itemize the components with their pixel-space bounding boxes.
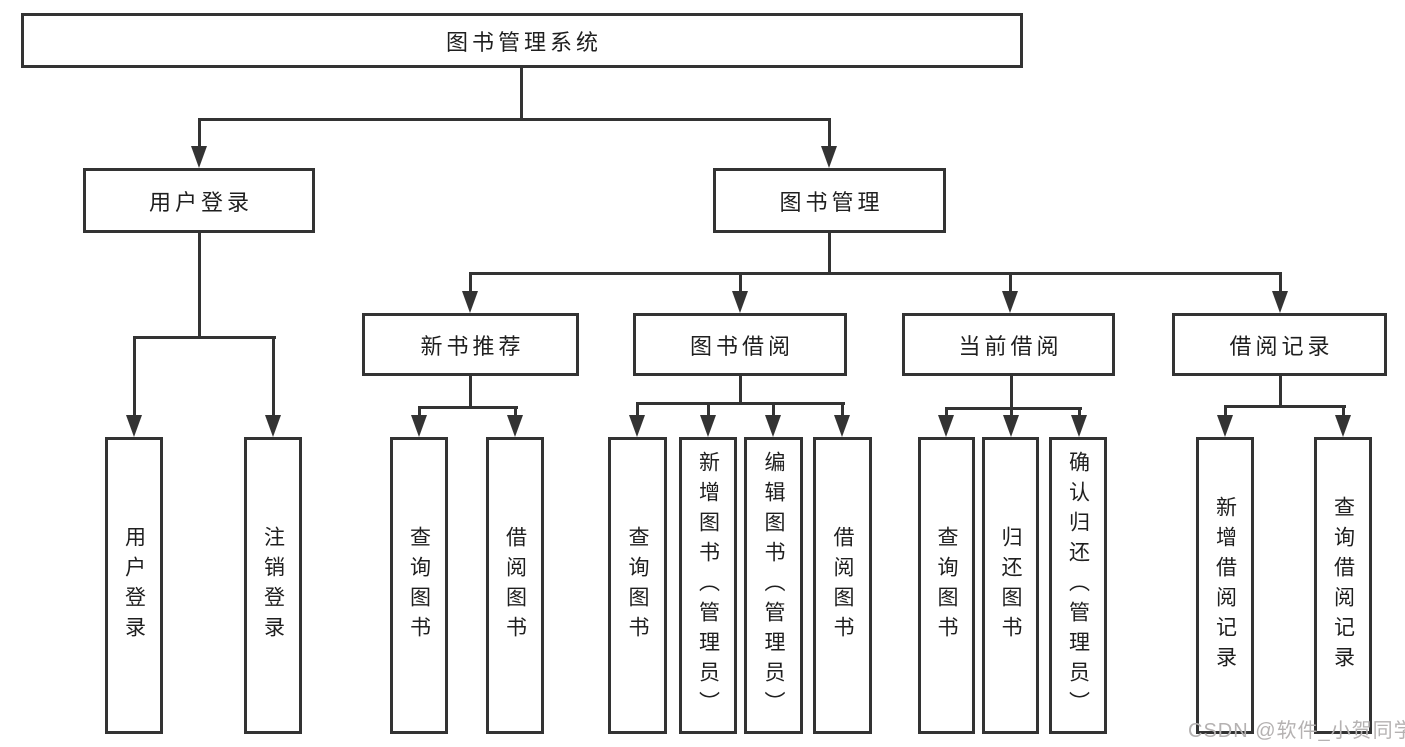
connector-line [1009, 272, 1012, 293]
connector-line [1010, 407, 1013, 417]
connector-line [1279, 376, 1282, 408]
leaf-add-borrow-record: 新增借阅记录 [1196, 437, 1254, 734]
connector-line [418, 406, 421, 417]
node-label: 图书管理系统 [445, 29, 602, 55]
leaf-borrow-books-borrowing: 借阅图书 [813, 437, 872, 734]
arrowhead-icon [507, 415, 523, 437]
arrowhead-icon [1003, 415, 1019, 437]
connector-line [198, 118, 831, 121]
arrowhead-icon [411, 415, 427, 437]
node-label: 当前借阅 [958, 333, 1063, 359]
leaf-query-books-borrowing: 查询图书 [608, 437, 667, 734]
node-current-borrowing: 当前借阅 [902, 313, 1115, 376]
connector-line [945, 407, 948, 417]
arrowhead-icon [1335, 415, 1351, 437]
node-label: 查询图书 [935, 525, 959, 646]
connector-line [739, 376, 742, 405]
node-label: 借阅记录 [1229, 333, 1334, 359]
arrowhead-icon [700, 415, 716, 437]
leaf-logout: 注销登录 [244, 437, 302, 734]
connector-line [739, 272, 742, 293]
leaf-add-book-admin: 新增图书（管理员） [679, 437, 737, 734]
arrowhead-icon [1272, 291, 1288, 313]
leaf-query-books-recommend: 查询图书 [390, 437, 448, 734]
node-label: 用户登录 [148, 189, 253, 215]
connector-line [1010, 376, 1013, 410]
connector-line [707, 402, 710, 417]
connector-line [198, 233, 201, 339]
connector-line [133, 336, 276, 339]
arrowhead-icon [765, 415, 781, 437]
leaf-return-book: 归还图书 [982, 437, 1039, 734]
connector-line [133, 336, 136, 417]
connector-line [469, 376, 472, 409]
connector-line [841, 402, 844, 417]
node-label: 借阅图书 [503, 525, 527, 646]
arrowhead-icon [629, 415, 645, 437]
arrowhead-icon [1002, 291, 1018, 313]
connector-line [514, 406, 517, 417]
node-label: 查询图书 [626, 525, 650, 646]
arrowhead-icon [191, 146, 207, 168]
node-label: 新增借阅记录 [1213, 495, 1237, 676]
leaf-borrow-books-recommend: 借阅图书 [486, 437, 544, 734]
node-label: 图书管理 [779, 189, 884, 215]
node-label: 归还图书 [999, 525, 1023, 646]
arrowhead-icon [938, 415, 954, 437]
connector-line [1342, 405, 1345, 417]
arrowhead-icon [834, 415, 850, 437]
connector-line [1078, 407, 1081, 417]
arrowhead-icon [462, 291, 478, 313]
connector-line [945, 407, 1082, 410]
node-label: 编辑图书（管理员） [762, 450, 786, 721]
connector-line [520, 67, 523, 121]
arrowhead-icon [821, 146, 837, 168]
connector-line [636, 402, 845, 405]
arrowhead-icon [126, 415, 142, 437]
connector-line [469, 272, 1282, 275]
arrowhead-icon [732, 291, 748, 313]
connector-line [469, 272, 472, 293]
leaf-user-login: 用户登录 [105, 437, 163, 734]
node-label: 确认归还（管理员） [1066, 450, 1090, 721]
arrowhead-icon [1217, 415, 1233, 437]
arrowhead-icon [1071, 415, 1087, 437]
connector-line [1279, 272, 1282, 293]
leaf-query-books-current: 查询图书 [918, 437, 975, 734]
connector-line [828, 233, 831, 275]
csdn-watermark: CSDN @软件_小贺同学 [1188, 720, 1405, 742]
node-user-login: 用户登录 [83, 168, 315, 233]
node-new-book-recommend: 新书推荐 [362, 313, 579, 376]
leaf-edit-book-admin: 编辑图书（管理员） [744, 437, 803, 734]
leaf-query-borrow-record: 查询借阅记录 [1314, 437, 1372, 734]
node-label: 新书推荐 [420, 333, 525, 359]
node-book-management: 图书管理 [713, 168, 946, 233]
arrowhead-icon [265, 415, 281, 437]
node-book-borrowing: 图书借阅 [633, 313, 847, 376]
node-label: 查询图书 [407, 525, 431, 646]
node-label: 查询借阅记录 [1331, 495, 1355, 676]
leaf-confirm-return-admin: 确认归还（管理员） [1049, 437, 1107, 734]
connector-line [1224, 405, 1346, 408]
connector-line [418, 406, 518, 409]
connector-line [772, 402, 775, 417]
connector-line [636, 402, 639, 417]
connector-line [828, 118, 831, 148]
node-borrowing-records: 借阅记录 [1172, 313, 1387, 376]
connector-line [198, 118, 201, 148]
connector-line [272, 336, 275, 417]
node-label: 借阅图书 [831, 525, 855, 646]
connector-line [1224, 405, 1227, 417]
node-label: 用户登录 [122, 525, 146, 646]
node-book-management-system: 图书管理系统 [21, 13, 1023, 68]
node-label: 注销登录 [261, 525, 285, 646]
node-label: 图书借阅 [689, 333, 794, 359]
node-label: 新增图书（管理员） [696, 450, 720, 721]
